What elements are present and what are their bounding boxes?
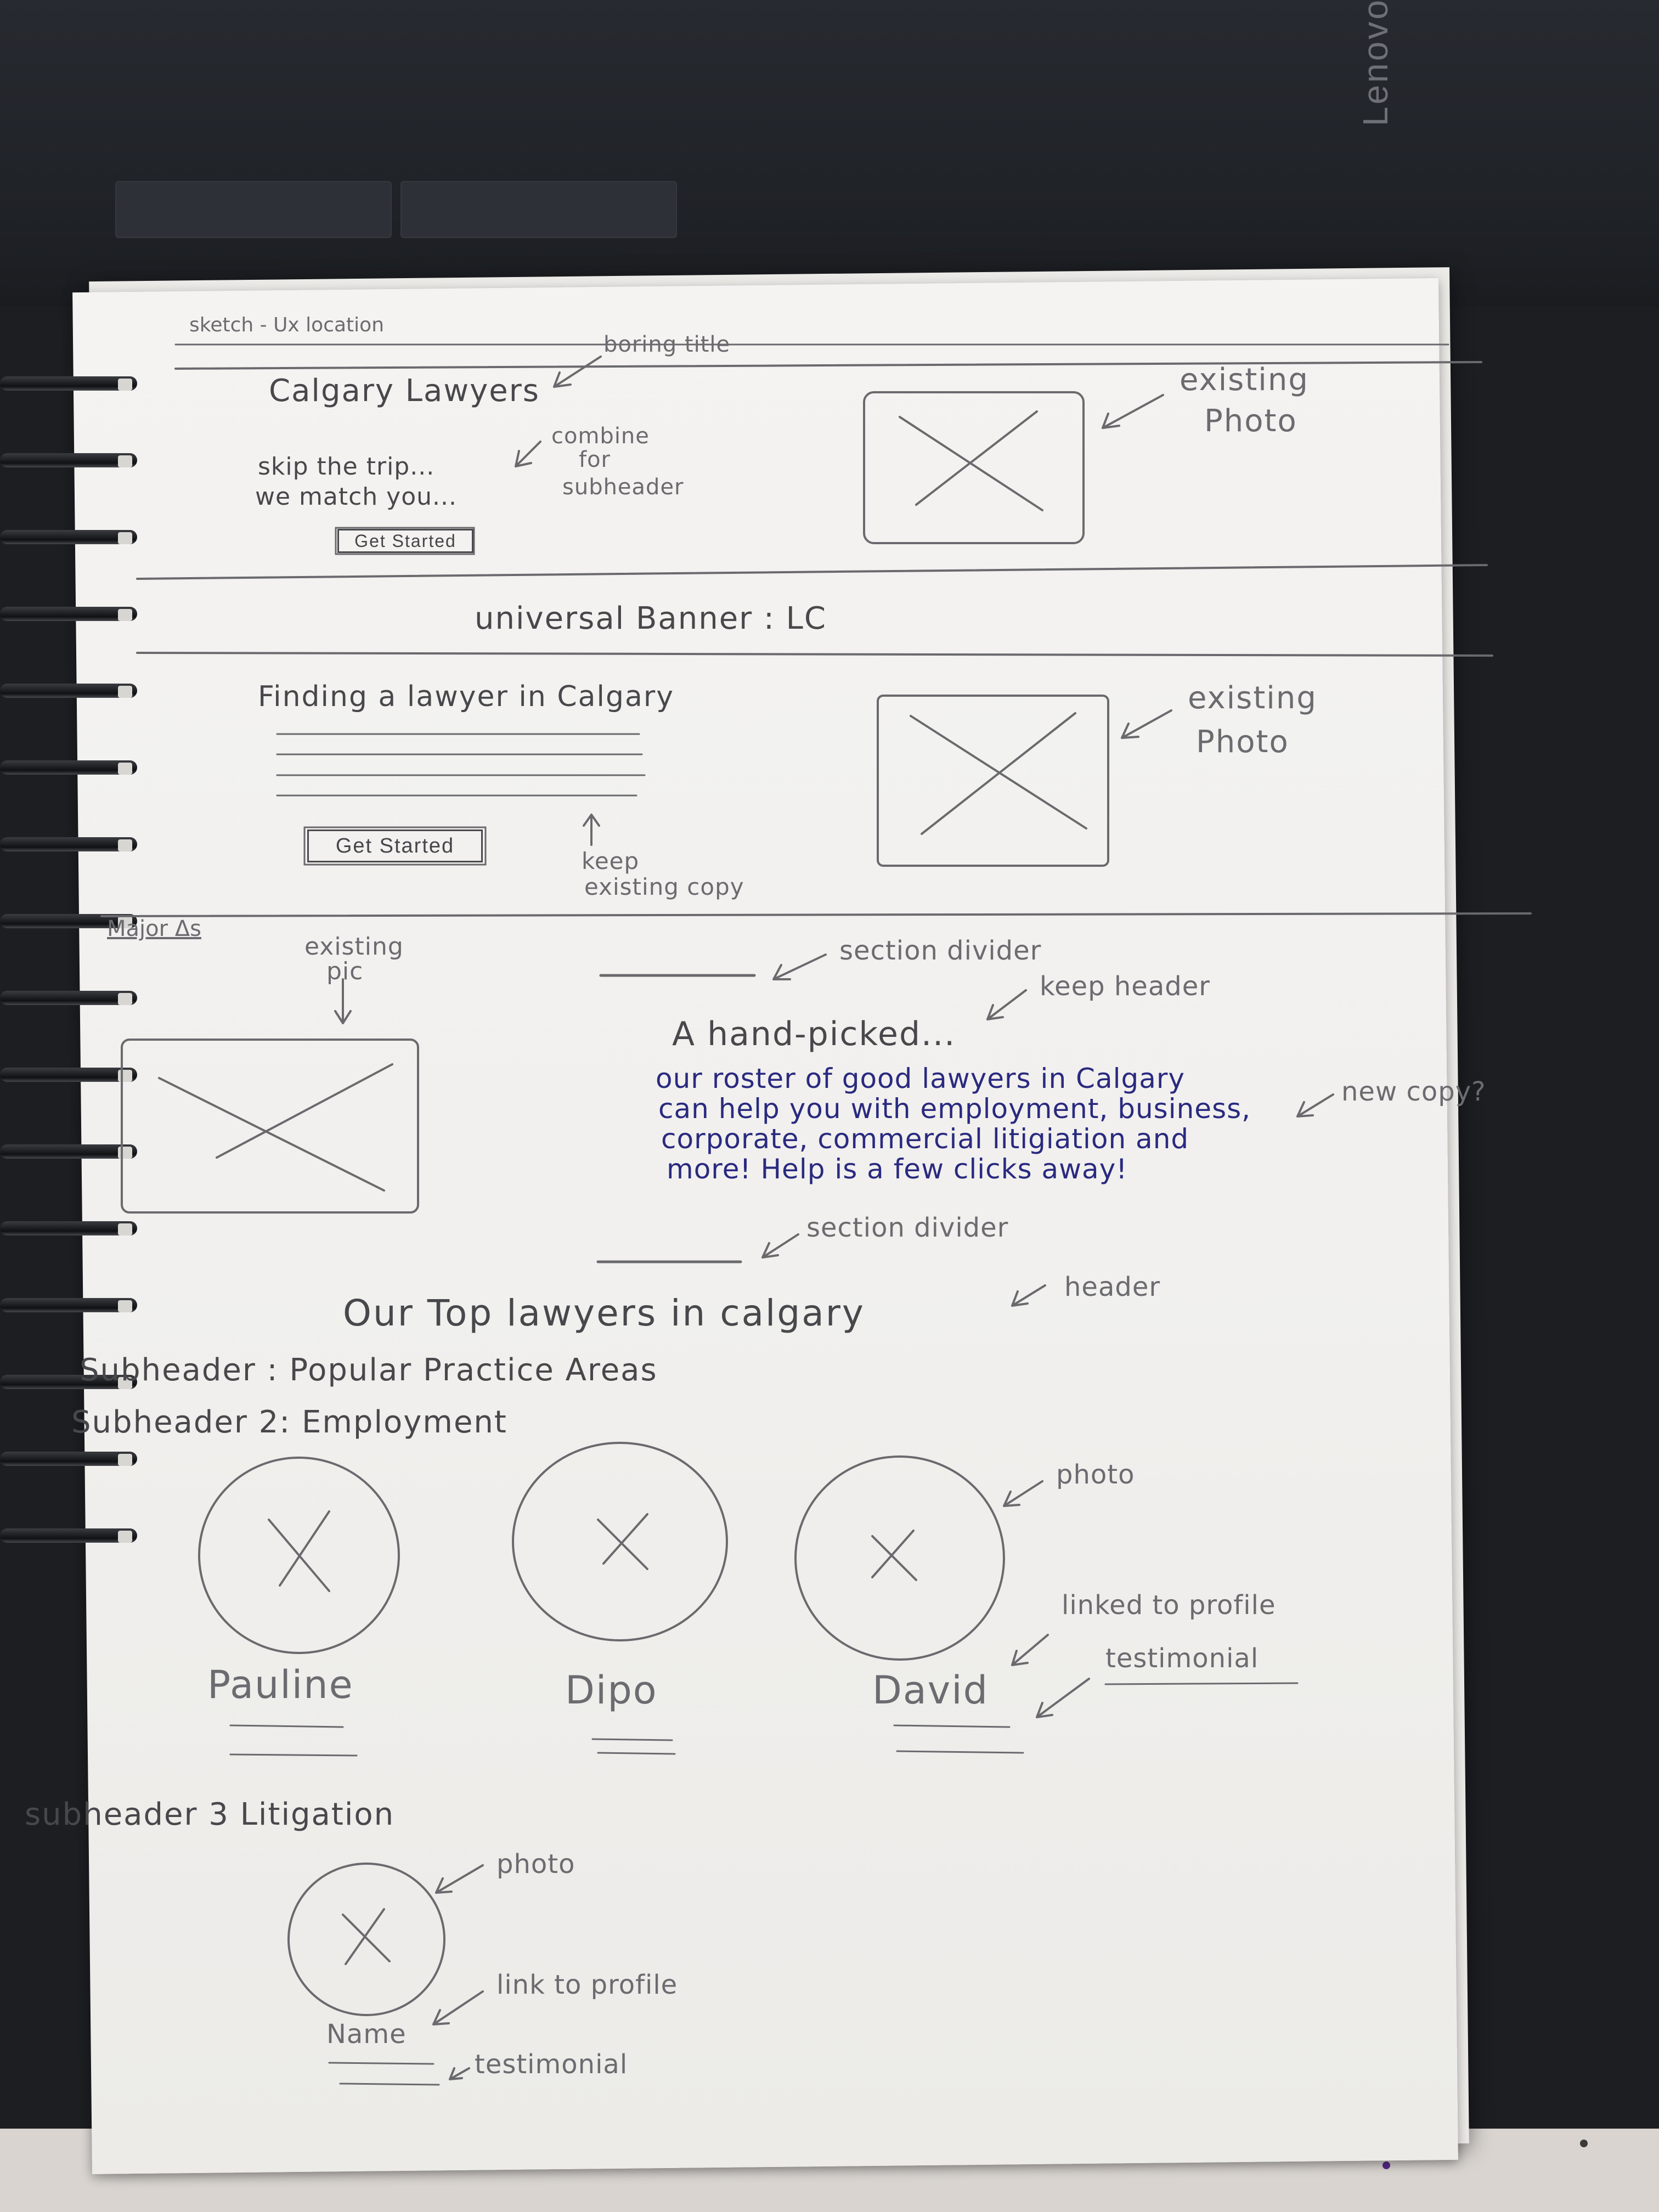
lawyer-photo-3: [794, 1455, 1005, 1661]
new-copy-line-2: can help you with employment, business,: [658, 1093, 1251, 1125]
note-boring-title: boring title: [603, 332, 731, 357]
litigation-photo-note: photo: [496, 1849, 575, 1880]
lawyer-photo-2: [512, 1442, 728, 1641]
lawyer-photo-1: [198, 1457, 400, 1654]
hero-photo-note-1: existing: [1180, 362, 1309, 398]
major-photo-box: [121, 1039, 419, 1214]
laptop-background: Lenovo: [0, 0, 1659, 307]
litigation-testimonial-note: testimonial: [475, 2049, 628, 2080]
spiral-coil: [0, 1525, 148, 1549]
page-label: sketch - Ux location: [189, 314, 385, 336]
hero-line1: skip the trip...: [258, 453, 435, 481]
litigation-photo: [287, 1863, 445, 2016]
lawyer-name-david[interactable]: David: [872, 1668, 989, 1713]
laptop-key: [115, 181, 392, 238]
rule-banner-bottom: [136, 652, 1493, 657]
spiral-coil: [0, 373, 148, 397]
existing-pic-note-2: pic: [326, 957, 364, 985]
spiral-coil: [0, 450, 148, 474]
hand-picked-heading: A hand-picked...: [672, 1015, 956, 1053]
subheader-practice-areas: Subheader : Popular Practice Areas: [80, 1352, 658, 1388]
lawyer-name-dipo[interactable]: Dipo: [565, 1668, 658, 1713]
major-changes-label: Major Δs: [107, 916, 201, 941]
lawyer-name-pauline[interactable]: Pauline: [207, 1662, 354, 1707]
spiral-coil: [0, 1372, 148, 1396]
keep-header-note: keep header: [1040, 971, 1210, 1002]
new-copy-note: new copy?: [1341, 1076, 1486, 1107]
note-keep: keep: [582, 848, 640, 874]
spiral-coil: [0, 1448, 148, 1472]
hero-photo-note-2: Photo: [1204, 403, 1297, 439]
rule-hero-bottom: [136, 564, 1488, 580]
finding-heading: Finding a lawyer in Calgary: [258, 680, 674, 713]
note-combine-3: subheader: [562, 475, 684, 500]
header-note: header: [1064, 1272, 1161, 1302]
finding-get-started-button[interactable]: Get Started: [307, 830, 483, 862]
finding-btn-outline: [303, 826, 487, 866]
finding-photo-note-1: existing: [1188, 680, 1317, 716]
note-combine-2: for: [579, 447, 611, 472]
rule-finding-bottom: [100, 912, 1532, 917]
spiral-coil: [0, 680, 148, 704]
new-copy-line-3: corporate, commercial litigiation and: [661, 1123, 1189, 1155]
laptop-key: [400, 181, 677, 238]
spiral-coil: [0, 757, 148, 781]
section-divider-note-2: section divider: [806, 1212, 1009, 1243]
desk-speck: [1383, 2162, 1390, 2169]
subheader-employment: Subheader 2: Employment: [71, 1404, 507, 1440]
photo-note: photo: [1056, 1459, 1135, 1490]
hero-line2: we match you...: [255, 483, 457, 511]
subheader-litigation: subheader 3 Litigation: [25, 1797, 395, 1832]
note-existing-copy: existing copy: [584, 873, 744, 900]
spiral-coil: [0, 527, 148, 551]
rule-hero-top: [174, 361, 1482, 370]
spiral-coil: [0, 1064, 148, 1088]
hero-get-started-button[interactable]: Get Started: [337, 529, 473, 553]
new-copy-line-1: our roster of good lawyers in Calgary: [656, 1063, 1186, 1094]
new-copy-line-4: more! Help is a few clicks away!: [667, 1153, 1128, 1185]
desk-speck: [1580, 2140, 1588, 2147]
existing-pic-note-1: existing: [304, 933, 404, 961]
spiral-coil: [0, 1141, 148, 1165]
universal-banner: universal Banner : LC: [475, 601, 827, 636]
link-to-profile-note: link to profile: [496, 1970, 678, 2000]
spiral-coil: [0, 603, 148, 628]
spiral-coil: [0, 1295, 148, 1319]
litigation-name[interactable]: Name: [326, 2019, 407, 2050]
top-lawyers-heading: Our Top lawyers in calgary: [343, 1292, 865, 1334]
hero-photo-box: [863, 391, 1085, 544]
testimonial-note: testimonial: [1105, 1643, 1259, 1674]
note-combine-1: combine: [551, 424, 650, 449]
section-divider-note-1: section divider: [839, 935, 1042, 966]
spiral-coil: [0, 988, 148, 1012]
hero-btn-outline: [335, 527, 475, 555]
linked-to-profile-note: linked to profile: [1062, 1590, 1276, 1621]
finding-photo-note-2: Photo: [1196, 724, 1289, 760]
finding-photo-box: [877, 695, 1109, 867]
spiral-coil: [0, 1218, 148, 1242]
hero-title: Calgary Lawyers: [269, 373, 540, 409]
spiral-coil: [0, 834, 148, 858]
